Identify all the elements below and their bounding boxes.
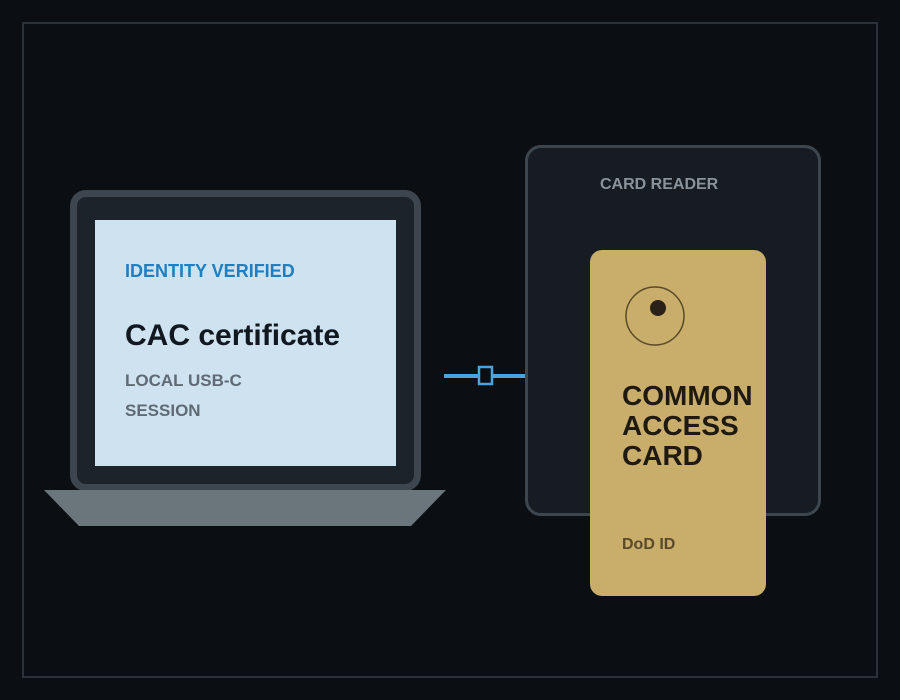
card-title: COMMON ACCESS CARD (622, 381, 753, 471)
card-title-line-3: CARD (622, 440, 703, 471)
session-line-2: SESSION (125, 401, 201, 420)
laptop-screen (95, 220, 396, 466)
session-line-1: LOCAL USB-C (125, 371, 242, 390)
laptop-base (44, 490, 446, 526)
card-reader-label: CARD READER (600, 176, 719, 193)
diagram-frame (22, 22, 878, 678)
smartcard-chip-icon (625, 286, 685, 346)
card-id-label: DoD ID (622, 536, 676, 553)
certificate-title: CAC certificate (125, 319, 341, 352)
card-title-line-1: COMMON (622, 380, 753, 411)
usb-c-connector-icon (444, 365, 528, 386)
common-access-card (590, 250, 766, 596)
identity-verified-label: IDENTITY VERIFIED (125, 261, 295, 281)
card-title-line-2: ACCESS (622, 410, 739, 441)
